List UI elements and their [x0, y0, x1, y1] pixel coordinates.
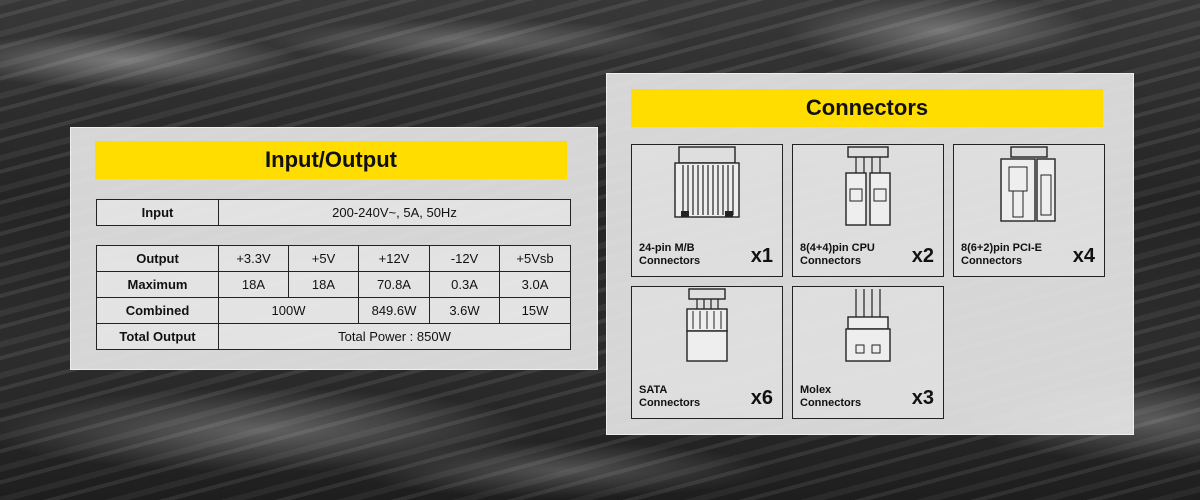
- maximum-row: Maximum 18A 18A 70.8A 0.3A 3.0A: [96, 271, 571, 298]
- total-output-label: Total Output: [96, 323, 219, 350]
- cpu-8pin-connector-icon: [845, 146, 891, 226]
- sata-connector-icon: [686, 288, 728, 362]
- total-output-value: Total Power : 850W: [218, 323, 571, 350]
- molex-connector-icon: [845, 289, 891, 362]
- connector-name-line1: 8(4+4)pin CPU: [800, 242, 875, 254]
- maximum-12v: 70.8A: [358, 271, 430, 298]
- input-output-panel: Input/Output Input 200-240V~, 5A, 50Hz O…: [70, 127, 598, 370]
- connector-name-line1: 8(6+2)pin PCI-E: [961, 242, 1042, 254]
- connector-card-sata: SATA Connectors x6: [631, 286, 783, 419]
- connector-card-molex: Molex Connectors x3: [792, 286, 944, 419]
- pcie-8pin-connector-icon: [1000, 146, 1056, 222]
- input-label: Input: [96, 199, 219, 226]
- total-output-row: Total Output Total Power : 850W: [96, 323, 571, 350]
- connector-name-line1: SATA: [639, 384, 668, 396]
- output-header-row: Output +3.3V +5V +12V -12V +5Vsb: [96, 245, 571, 272]
- input-value: 200-240V~, 5A, 50Hz: [218, 199, 571, 226]
- rail-5v: +5V: [288, 245, 359, 272]
- connector-name: Molex Connectors: [800, 384, 905, 410]
- connector-count: x1: [750, 245, 773, 267]
- connector-card-cpu: 8(4+4)pin CPU Connectors x2: [792, 144, 944, 277]
- connector-name-line2: Connectors: [961, 255, 1023, 267]
- connector-count: x6: [750, 387, 773, 409]
- combined-row: Combined 100W 849.6W 3.6W 15W: [96, 297, 571, 324]
- connector-name-line1: Molex: [800, 384, 832, 396]
- connector-name-line2: Connectors: [800, 255, 862, 267]
- maximum-minus-12v: 0.3A: [429, 271, 500, 298]
- combined-3v3-5v: 100W: [218, 297, 359, 324]
- rail-3v3: +3.3V: [218, 245, 289, 272]
- atx-24pin-connector-icon: [674, 146, 740, 218]
- combined-5vsb: 15W: [499, 297, 571, 324]
- input-row: Input 200-240V~, 5A, 50Hz: [96, 199, 571, 226]
- combined-label: Combined: [96, 297, 219, 324]
- connector-name-line2: Connectors: [800, 397, 862, 409]
- maximum-5vsb: 3.0A: [499, 271, 571, 298]
- output-table: Output +3.3V +5V +12V -12V +5Vsb Maximum…: [96, 245, 571, 350]
- connector-name-line2: Connectors: [639, 397, 701, 409]
- connectors-title: Connectors: [631, 89, 1103, 127]
- connector-card-pcie: 8(6+2)pin PCI-E Connectors x4: [953, 144, 1105, 277]
- connector-name: 8(6+2)pin PCI-E Connectors: [961, 242, 1066, 268]
- output-label: Output: [96, 245, 219, 272]
- connector-name-line1: 24-pin M/B: [639, 242, 695, 254]
- input-output-title: Input/Output: [95, 141, 567, 179]
- rail-5vsb: +5Vsb: [499, 245, 571, 272]
- maximum-5v: 18A: [288, 271, 359, 298]
- combined-minus-12v: 3.6W: [429, 297, 500, 324]
- rail-12v: +12V: [358, 245, 430, 272]
- connector-name: 8(4+4)pin CPU Connectors: [800, 242, 905, 268]
- combined-12v: 849.6W: [358, 297, 430, 324]
- connector-card-24pin: 24-pin M/B Connectors x1: [631, 144, 783, 277]
- connector-count: x4: [1072, 245, 1095, 267]
- connector-name: 24-pin M/B Connectors: [639, 242, 744, 268]
- connector-count: x2: [911, 245, 934, 267]
- maximum-label: Maximum: [96, 271, 219, 298]
- connector-count: x3: [911, 387, 934, 409]
- rail-minus-12v: -12V: [429, 245, 500, 272]
- connector-name: SATA Connectors: [639, 384, 744, 410]
- connectors-panel: Connectors 24-pin M/B Connectors: [606, 73, 1134, 435]
- maximum-3v3: 18A: [218, 271, 289, 298]
- connector-name-line2: Connectors: [639, 255, 701, 267]
- input-table: Input 200-240V~, 5A, 50Hz: [96, 199, 571, 226]
